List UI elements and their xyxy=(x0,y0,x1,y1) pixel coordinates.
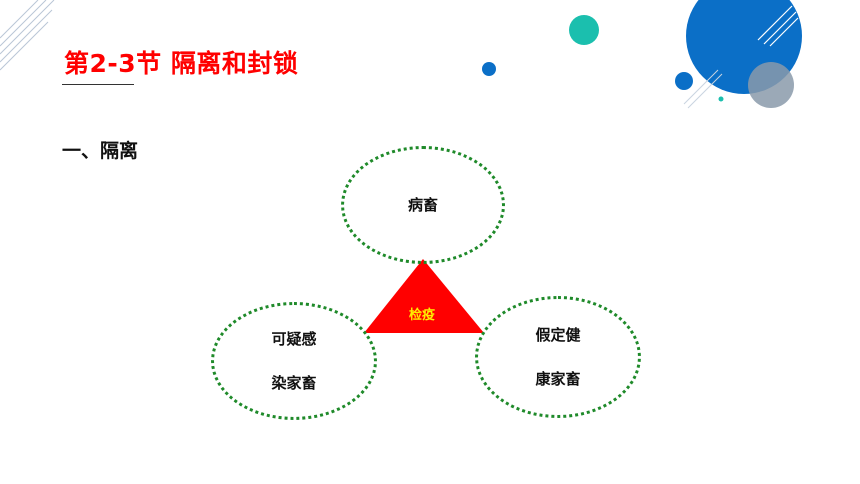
small-blue-dot xyxy=(482,62,496,76)
title-underline xyxy=(62,84,134,85)
slide-title: 第2-3节 隔离和封锁 xyxy=(64,49,299,78)
ellipse-left-line2: 染家畜 xyxy=(271,374,317,392)
top-left-stripes xyxy=(0,0,55,71)
section-heading: 一、隔离 xyxy=(62,140,139,162)
ellipse-top-label: 病畜 xyxy=(407,196,438,214)
triangle-label: 检疫 xyxy=(408,308,435,323)
ellipse-presumed-healthy: 假定健 康家畜 xyxy=(475,296,641,418)
ellipse-right-line1: 假定健 xyxy=(535,326,581,344)
ellipse-sick-livestock: 病畜 xyxy=(341,146,505,264)
ellipse-right-line2: 康家畜 xyxy=(535,370,581,388)
ellipse-left-line1: 可疑感 xyxy=(271,330,317,348)
ellipse-right-label: 假定健 康家畜 xyxy=(522,324,594,390)
tiny-teal-dot xyxy=(718,96,724,102)
quarantine-triangle xyxy=(364,259,484,333)
mid-blue-dot xyxy=(675,72,693,90)
ellipse-suspected-infected: 可疑感 染家畜 xyxy=(211,302,377,420)
lower-stripes xyxy=(683,69,723,109)
top-right-stripes xyxy=(757,5,799,47)
gray-circle xyxy=(748,62,794,108)
teal-circle xyxy=(569,15,599,45)
ellipse-left-label: 可疑感 染家畜 xyxy=(258,328,330,394)
